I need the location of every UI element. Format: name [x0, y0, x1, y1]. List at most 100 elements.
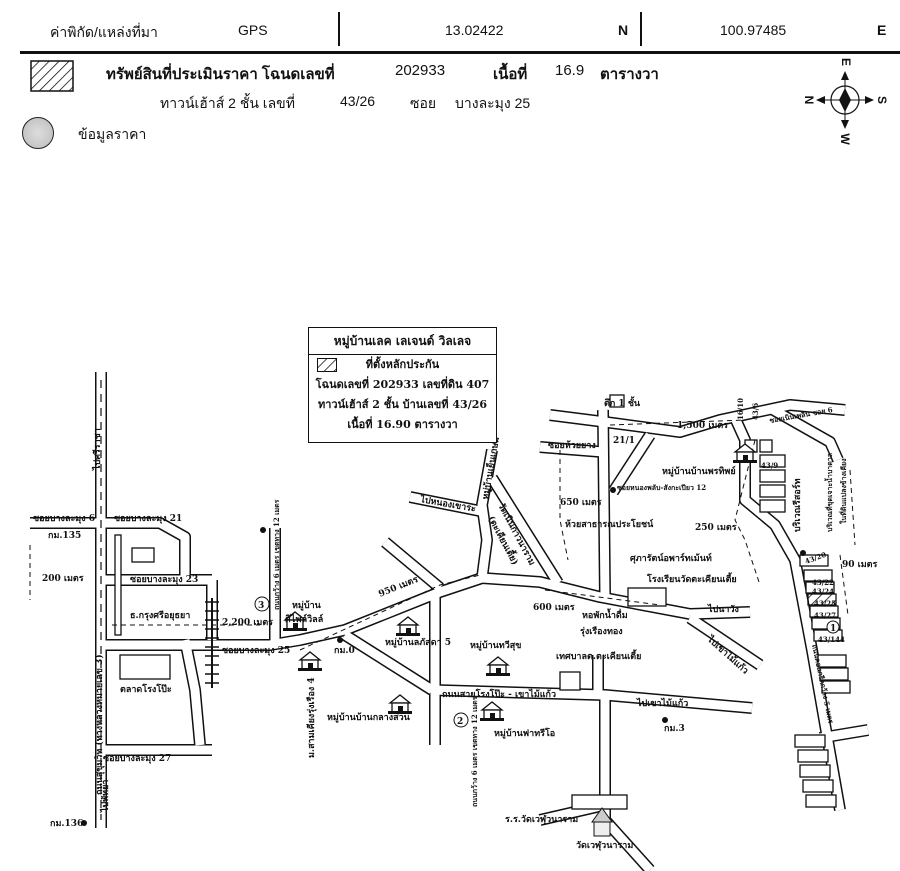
label-soi-nong-phlap: ซอยหนองพลับ-สังกะเปียว 12: [617, 483, 706, 492]
label-km-136: กม.136: [50, 819, 83, 829]
latitude-direction: N: [618, 22, 629, 38]
road-fill: [819, 725, 869, 743]
area-unit: ตารางวา: [600, 66, 659, 83]
building: [627, 587, 667, 607]
building: [819, 667, 849, 681]
latitude: 13.02422: [445, 22, 504, 38]
label-adjacent-land: ในที่ดินแปลงข้างเคียง: [838, 458, 848, 524]
road-fill: [609, 432, 654, 495]
label-krungsri-bank: ธ.กรุงศรีอยุธยา: [130, 610, 190, 621]
village-name: หมู่บ้านเลค เลเจนด์ วิลเลจ: [309, 328, 496, 355]
building: [805, 794, 837, 808]
source-label: ค่าพิกัด/แหล่งที่มา: [50, 24, 158, 40]
label-porntip: หมู่บ้านบ้านพรทิพย์: [662, 465, 736, 477]
longitude: 100.97485: [720, 22, 787, 38]
label-43-144: 43/144: [818, 635, 845, 644]
house-icon: [298, 651, 322, 671]
building: [759, 454, 786, 468]
road-fill: [409, 492, 486, 517]
label-temple-school: ร.ร.วัดเวฬุวนาราม: [505, 814, 578, 825]
house-icon: [388, 694, 412, 714]
label-to-na-wang: ไปนาวัง: [707, 603, 739, 615]
label-klang-suan: หมู่บ้านบ้านกลางสวน: [327, 712, 411, 723]
building: [609, 394, 625, 408]
building: [759, 484, 786, 498]
label-dorm: หอพักน้ำดื่ม: [582, 608, 628, 621]
label-village-3b: ศิไฟล์วิลล์: [285, 613, 324, 625]
label-municipality: เทศบาลต.ตะเคียนเตี้ย: [556, 649, 641, 662]
house-icon: [480, 701, 504, 721]
marker-1: 1: [826, 620, 840, 634]
deed-number: 202933: [395, 62, 446, 79]
label-90m: 90 เมตร: [842, 560, 878, 570]
header-rule: [20, 51, 900, 54]
temple-icon: [591, 807, 613, 837]
townhouse-plot: [803, 569, 833, 582]
marker-3: 3: [254, 596, 270, 612]
building: [571, 794, 628, 810]
distance-arrow: [839, 554, 849, 616]
label-2200m: 2,200 เมตร: [222, 618, 273, 628]
label-43-27: 43/27: [814, 611, 836, 620]
building: [821, 680, 851, 694]
label-km-135: กม.135: [48, 531, 81, 541]
label-soi-huai-yang: ซอยห้วยยาง: [548, 440, 596, 451]
label-village-3a: หมู่บ้าน: [292, 600, 322, 611]
house-icon: [486, 656, 510, 676]
road-fill: [101, 518, 190, 583]
marker-2: 2: [453, 712, 469, 728]
townhouse-plot: [809, 605, 839, 618]
road-fill: [689, 607, 751, 619]
label-soi-21: ซอยบางละมุง 21: [114, 514, 182, 524]
label-road-width-2: ถนนกว้าง 6 เมตร เขตทาง 12 เมตร: [470, 696, 479, 807]
building-type: ทาวน์เฮ้าส์ 2 ชั้น เลขที่: [160, 95, 295, 111]
km-marker-icon: [662, 717, 668, 723]
building: [817, 654, 847, 668]
building: [114, 534, 122, 636]
label-soi-27: ซอยบางละมุง 27: [103, 754, 171, 764]
building-info: ทาวน์เฮ้าส์ 2 ชั้น บ้านเลขที่ 43/26: [317, 398, 488, 411]
km-marker-icon: [337, 637, 343, 643]
hatched-collateral-icon: [317, 358, 337, 372]
label-soi-25: ซอยบางละมุง 25: [222, 646, 290, 656]
label-sukhumvit-road: ถนนสุขุมวิท (ทางหลวงหมายเลข 3): [94, 654, 105, 795]
label-rungruengthong: รุ่งเรืองทอง: [580, 625, 623, 637]
building: [559, 671, 581, 691]
road-fill: [101, 573, 691, 650]
house-icon: [733, 443, 757, 463]
road-fill: [539, 442, 604, 457]
label-school: โรงเรียนวัดตะเคียนเตี้ย: [646, 572, 737, 585]
label-resort: บริเวณรีสอร์ท: [791, 478, 803, 532]
distance-arrow: [849, 469, 856, 546]
label-to-sriracha: ไปศรีราชา: [91, 428, 103, 471]
area-info: เนื้อที่ 16.90 ตารางวา: [347, 418, 458, 431]
building: [119, 654, 171, 680]
label-to-khao-mai-kaeo: ไปเขาไม้แก้ว: [636, 697, 688, 709]
label-thawisuk: หมู่บ้านทวีสุข: [470, 640, 521, 651]
label-43-6: 43/6: [751, 403, 760, 420]
distance-arrow: [609, 419, 746, 426]
road-fill: [687, 614, 763, 669]
building: [759, 439, 773, 453]
road-fill: [549, 400, 846, 437]
label-950m: 950 เมตร: [377, 575, 419, 600]
source-value: GPS: [238, 22, 268, 38]
label-soi-23: ซอยบางละมุง 23: [130, 575, 198, 585]
divider: [640, 12, 642, 46]
road-fill: [342, 631, 435, 694]
soi-value: บางละมุง 25: [455, 95, 531, 111]
road-fill: [382, 538, 443, 592]
townhouse-plot: [805, 581, 835, 594]
compass-west: W: [838, 133, 852, 145]
compass-south: S: [875, 96, 889, 104]
building: [802, 779, 834, 793]
km-marker-icon: [260, 527, 266, 533]
road-fill: [477, 449, 497, 579]
townhouse-plot: [799, 554, 829, 567]
label-suparat: ศุภารัตน์อพาร์ทเม้นท์: [630, 552, 712, 564]
hatched-legend-icon: [30, 60, 74, 92]
km-marker-icon: [610, 487, 616, 493]
label-250m: 250 เมตร: [695, 523, 737, 533]
distance-arrow: [299, 574, 481, 651]
